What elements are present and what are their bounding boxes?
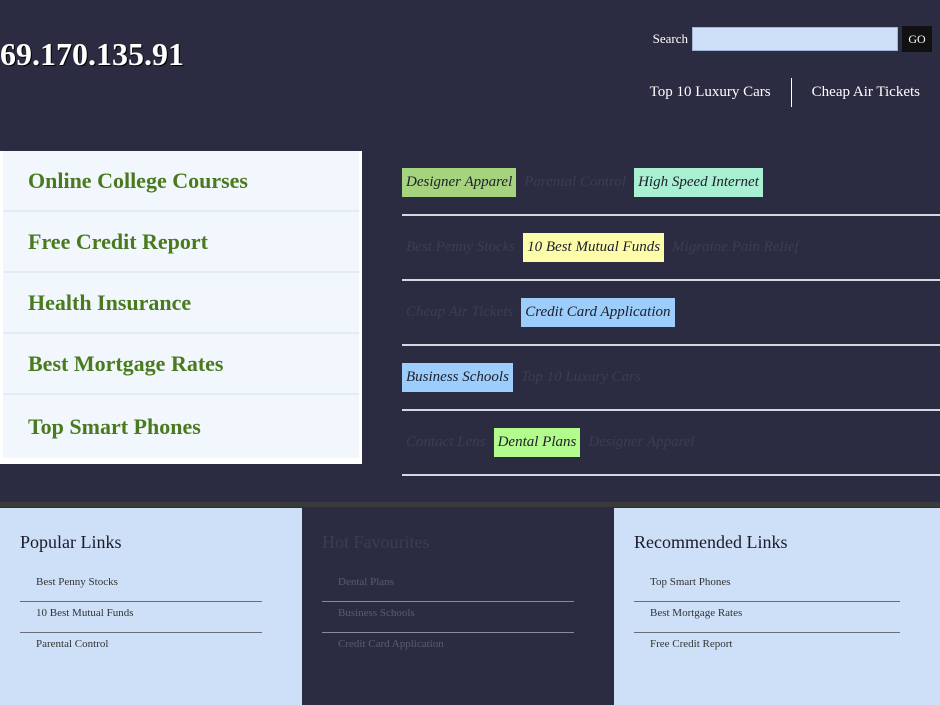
footer-link[interactable]: Business Schools: [322, 602, 574, 633]
tag-link[interactable]: Credit Card Application: [521, 298, 675, 327]
footer-hot-favourites: Hot Favourites Dental Plans Business Sch…: [302, 508, 614, 705]
tag-link[interactable]: High Speed Internet: [634, 168, 763, 197]
tag-link[interactable]: Business Schools: [402, 363, 513, 392]
tag-link[interactable]: Dental Plans: [493, 428, 581, 457]
left-menu-item[interactable]: Free Credit Report: [3, 212, 359, 273]
left-menu-item[interactable]: Health Insurance: [3, 273, 359, 334]
tag-link[interactable]: Best Penny Stocks: [406, 239, 516, 255]
tag-row: Designer Apparel Parental Control High S…: [402, 151, 940, 216]
footer-link[interactable]: Free Credit Report: [650, 638, 733, 650]
search-form: Search GO: [653, 26, 932, 52]
footer-link[interactable]: Credit Card Application: [338, 638, 444, 650]
tag-row: Best Penny Stocks 10 Best Mutual Funds M…: [402, 216, 940, 281]
tag-row: Cheap Air Tickets Credit Card Applicatio…: [402, 281, 940, 346]
left-menu-item[interactable]: Online College Courses: [3, 151, 359, 212]
footer-link[interactable]: Parental Control: [36, 638, 109, 650]
tag-link[interactable]: 10 Best Mutual Funds: [523, 233, 665, 262]
tag-link[interactable]: Cheap Air Tickets: [406, 304, 514, 320]
tag-link[interactable]: Contact Lens: [406, 434, 486, 450]
top-nav-link-luxury-cars[interactable]: Top 10 Luxury Cars: [649, 84, 771, 100]
left-menu: Online College Courses Free Credit Repor…: [0, 151, 362, 464]
tag-link[interactable]: Top 10 Luxury Cars: [520, 369, 641, 385]
footer-divider: [0, 502, 940, 507]
footer-link[interactable]: Dental Plans: [322, 571, 574, 602]
tag-link[interactable]: Designer Apparel: [588, 434, 695, 450]
top-nav: Top 10 Luxury Cars Cheap Air Tickets: [630, 78, 940, 107]
site-title: 69.170.135.91: [0, 36, 184, 72]
left-menu-item[interactable]: Top Smart Phones: [3, 395, 359, 458]
footer-heading: Popular Links: [20, 532, 122, 552]
search-label: Search: [652, 31, 688, 46]
footer-link[interactable]: Best Mortgage Rates: [634, 602, 900, 633]
footer-link[interactable]: Top Smart Phones: [634, 571, 900, 602]
tag-row: Business Schools Top 10 Luxury Cars: [402, 346, 940, 411]
tag-link[interactable]: Designer Apparel: [402, 168, 517, 197]
tag-cloud: Designer Apparel Parental Control High S…: [402, 151, 940, 476]
footer-heading: Recommended Links: [634, 532, 788, 552]
tag-link[interactable]: Migraine Pain Relief: [672, 239, 799, 255]
footer-link[interactable]: Best Penny Stocks: [20, 571, 262, 602]
search-input[interactable]: [692, 27, 898, 51]
footer-heading: Hot Favourites: [322, 532, 430, 552]
tag-row: Contact Lens Dental Plans Designer Appar…: [402, 411, 940, 476]
top-nav-link-air-tickets[interactable]: Cheap Air Tickets: [811, 84, 920, 100]
footer-popular-links: Popular Links Best Penny Stocks 10 Best …: [0, 508, 302, 705]
tag-link[interactable]: Parental Control: [524, 174, 627, 190]
footer-link[interactable]: 10 Best Mutual Funds: [20, 602, 262, 633]
go-button[interactable]: GO: [902, 26, 932, 52]
left-menu-item[interactable]: Best Mortgage Rates: [3, 334, 359, 395]
footer-recommended-links: Recommended Links Top Smart Phones Best …: [614, 508, 940, 705]
nav-separator: [790, 78, 792, 107]
